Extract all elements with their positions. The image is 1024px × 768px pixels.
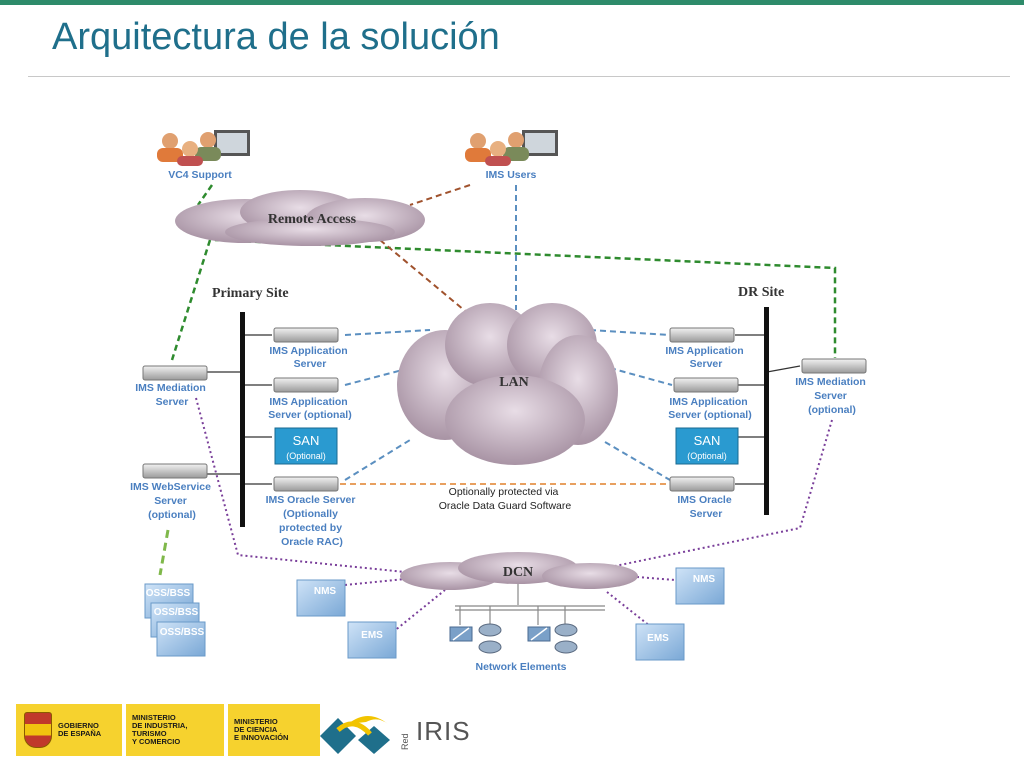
gobierno-logo: GOBIERNO DE ESPAÑA	[16, 704, 122, 756]
dr-app-server-1-label: IMS Application Server	[665, 345, 746, 370]
rediris-emblem-icon	[320, 716, 390, 754]
dr-app-server-2-icon	[673, 377, 739, 393]
svg-text:SAN: SAN	[293, 433, 320, 448]
mediation-right-label: IMS Mediation Server (optional)	[795, 376, 869, 416]
remote-access-label: Remote Access	[268, 212, 357, 227]
title-divider	[28, 76, 1010, 77]
lan-label: LAN	[499, 375, 529, 390]
primary-site-label: Primary Site	[212, 286, 289, 301]
network-router-icon	[478, 623, 502, 637]
network-elements-icons	[449, 623, 578, 654]
server-icons	[142, 327, 867, 492]
primary-app-server-1-icon	[273, 327, 339, 343]
network-elements-label: Network Elements	[475, 661, 566, 673]
network-router-icon	[554, 623, 578, 637]
webservice-label: IMS WebService Server (optional)	[130, 481, 214, 521]
lan-cloud: LAN	[397, 303, 618, 465]
primary-oracle-server-icon	[273, 476, 339, 492]
dr-site-label: DR Site	[738, 285, 784, 300]
oss-bss-label-3: OSS/BSS	[160, 627, 205, 638]
ims-users-label: IMS Users	[486, 169, 537, 181]
svg-text:SAN: SAN	[694, 433, 721, 448]
svg-text:EMS: EMS	[361, 630, 383, 641]
primary-oracle-server-label: IMS Oracle Server (Optionally protected …	[266, 494, 359, 548]
oss-bss-label-2: OSS/BSS	[154, 607, 199, 618]
dataguard-note: Optionally protected via Oracle Data Gua…	[439, 486, 572, 512]
primary-app-server-2-label: IMS Application Server (optional)	[268, 396, 351, 421]
gobierno-text: GOBIERNO DE ESPAÑA	[58, 721, 102, 738]
footer-logos: GOBIERNO DE ESPAÑA MINISTERIO DE INDUSTR…	[16, 704, 320, 756]
spain-coat-of-arms-icon	[24, 712, 52, 748]
primary-app-server-1-label: IMS Application Server	[269, 345, 350, 370]
nms-left-box: NMS	[296, 579, 346, 617]
dr-oracle-server-label: IMS Oracle Server	[677, 494, 734, 520]
rediris-logo: Red IRIS	[318, 706, 471, 756]
primary-san-box: SAN (Optional)	[274, 427, 338, 465]
svg-text:NMS: NMS	[314, 586, 337, 597]
svg-text:EMS: EMS	[647, 633, 669, 644]
network-router-icon	[554, 640, 578, 654]
network-router-icon	[478, 640, 502, 654]
dcn-cloud: DCN	[400, 552, 638, 590]
dr-site-bus	[764, 307, 769, 515]
vc4-support-people-icon	[157, 130, 250, 166]
svg-text:NMS: NMS	[693, 574, 716, 585]
mediation-right-server-icon	[801, 358, 867, 374]
rediris-iris-text: IRIS	[416, 716, 471, 746]
ministerio-industria-text: MINISTERIO DE INDUSTRIA, TURISMO Y COMER…	[132, 713, 188, 746]
ims-users-people-icon	[465, 130, 558, 166]
mediation-left-server-icon	[142, 365, 208, 381]
connections	[158, 184, 837, 633]
ministerio-industria-logo: MINISTERIO DE INDUSTRIA, TURISMO Y COMER…	[126, 704, 224, 756]
mediation-left-label: IMS Mediation Server	[135, 382, 209, 408]
slide-title: Arquitectura de la solución	[52, 16, 500, 58]
ministerio-ciencia-text: MINISTERIO DE CIENCIA E INNOVACIÓN	[234, 717, 289, 742]
dr-app-server-2-label: IMS Application Server (optional)	[668, 396, 751, 421]
ministerio-ciencia-logo: MINISTERIO DE CIENCIA E INNOVACIÓN	[228, 704, 320, 756]
dcn-label: DCN	[503, 565, 533, 580]
ems-left-box: EMS	[347, 621, 397, 659]
architecture-diagram: Remote Access LAN DCN VC4 Support IMS Us…	[130, 130, 869, 673]
ems-right-box: EMS	[635, 623, 685, 661]
dr-oracle-server-icon	[669, 476, 735, 492]
svg-text:(Optional): (Optional)	[286, 451, 326, 461]
oss-bss-label-1: OSS/BSS	[146, 588, 191, 599]
primary-site-bus	[240, 312, 245, 527]
remote-access-cloud: Remote Access	[175, 190, 425, 246]
rediris-red-text: Red	[400, 733, 410, 750]
vc4-support-label: VC4 Support	[168, 169, 232, 181]
nms-right-box: NMS	[675, 567, 725, 605]
webservice-server-icon	[142, 463, 208, 479]
svg-text:(Optional): (Optional)	[687, 451, 727, 461]
oss-bss-stack: OSS/BSS OSS/BSS OSS/BSS	[144, 583, 206, 657]
primary-app-server-2-icon	[273, 377, 339, 393]
top-accent-bar	[0, 0, 1024, 5]
dr-app-server-1-icon	[669, 327, 735, 343]
dr-san-box: SAN (Optional)	[675, 427, 739, 465]
